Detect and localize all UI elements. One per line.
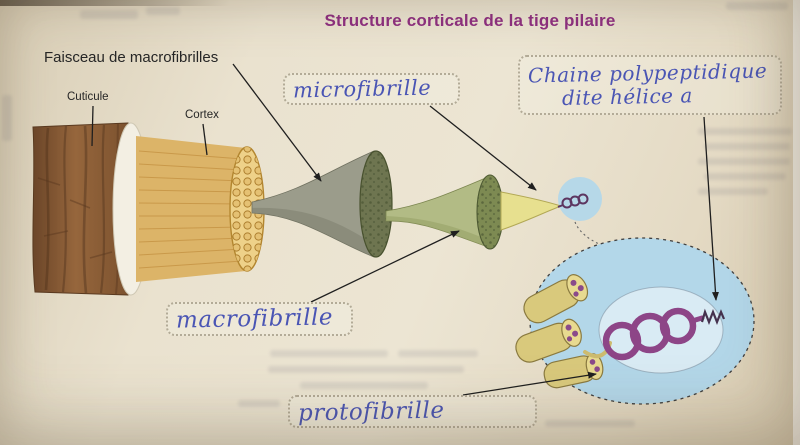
alpha-helix-coil xyxy=(602,307,705,361)
bleed-through-text xyxy=(704,143,790,150)
polypeptide-zigzag xyxy=(700,308,726,325)
label-cortex: Cortex xyxy=(185,109,219,121)
label-faisceau-de-macrofibrilles: Faisceau de macrofibrilles xyxy=(44,49,219,66)
leader-chaine-polypeptidique xyxy=(703,116,719,301)
label-cuticule: Cuticule xyxy=(67,91,109,103)
page-edge-white xyxy=(793,0,800,445)
bleed-through-text xyxy=(698,188,768,195)
page-title: Structure corticale de la tige pilaire xyxy=(324,11,616,30)
protofibril-cylinders xyxy=(515,274,604,389)
bleed-through-text xyxy=(2,95,12,141)
leader-protofibrille xyxy=(462,371,597,396)
leader-microfibrille xyxy=(429,105,537,191)
bleed-through-text xyxy=(698,128,792,135)
leader-cuticule xyxy=(91,105,94,147)
bleed-through-text xyxy=(698,158,790,165)
bleed-through-text xyxy=(238,400,280,407)
bleed-through-text xyxy=(704,173,786,180)
chaine-handwriting-line1: Chaine polypeptidique xyxy=(527,58,768,88)
macrofibrille-handwriting: macrofibrille xyxy=(175,304,334,334)
macrofibril-bundle-funnel xyxy=(251,150,393,258)
leader-cortex xyxy=(202,123,208,156)
protofibrille-handwriting: protofibrille xyxy=(297,396,445,427)
cortex-cylinder xyxy=(136,136,265,282)
bleed-through-text xyxy=(545,420,635,427)
bleed-through-text xyxy=(300,382,428,389)
page-edge-shadow xyxy=(0,0,230,6)
macrofibrille-label-box: macrofibrille xyxy=(166,302,353,336)
leader-macrofibrille xyxy=(310,230,460,303)
bleed-through-text xyxy=(270,350,388,357)
protofibril-coil-small xyxy=(557,193,589,209)
bleed-through-text xyxy=(726,2,788,10)
microfibrille-label-box: microfibrille xyxy=(283,73,460,105)
bleed-through-text xyxy=(268,366,464,373)
protofibrille-label-box: protofibrille xyxy=(288,395,537,428)
chaine-polypeptidique-label-box: Chaine polypeptidique dite hélice a xyxy=(518,55,782,115)
microfibrille-handwriting: microfibrille xyxy=(292,75,432,103)
bleed-through-text xyxy=(146,7,180,15)
bleed-through-text xyxy=(80,10,138,19)
hair-shaft xyxy=(32,122,129,296)
chaine-handwriting-line2: dite hélice a xyxy=(561,83,693,111)
bleed-through-text xyxy=(398,350,478,357)
macrofibril-funnel xyxy=(385,174,504,250)
leader-lines xyxy=(91,63,719,396)
leader-faisceau xyxy=(232,63,322,182)
microfibril-cone xyxy=(500,191,563,231)
